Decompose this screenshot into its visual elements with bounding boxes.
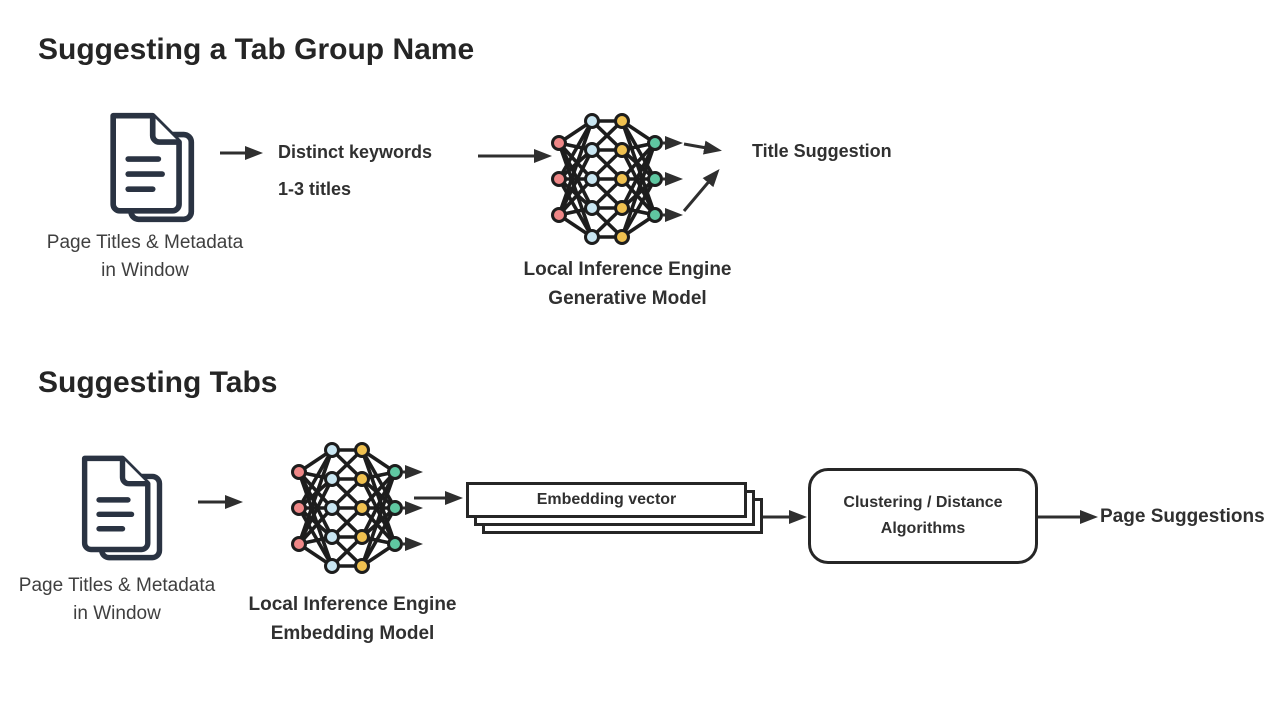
generative-model-caption: Local Inference Engine Generative Model bbox=[495, 255, 760, 313]
embedding-model-caption: Local Inference Engine Embedding Model bbox=[220, 590, 485, 648]
title-suggestion-label: Title Suggestion bbox=[752, 141, 892, 161]
source-caption: Page Titles & Metadata in Window bbox=[0, 572, 242, 628]
source-caption-line1: Page Titles & Metadata bbox=[18, 575, 216, 596]
documents-icon bbox=[100, 110, 196, 225]
section1-heading: Suggesting a Tab Group Name bbox=[38, 33, 475, 66]
keywords-block: Distinct keywords 1-3 titles bbox=[278, 142, 432, 200]
keywords-line2: 1-3 titles bbox=[278, 179, 352, 199]
neural-network-icon bbox=[291, 442, 403, 574]
neural-network-icon bbox=[551, 113, 663, 245]
arrow-to-title-lower bbox=[682, 168, 720, 212]
embedding-vector-label: Embedding vector bbox=[536, 491, 677, 508]
arrow-to-title-upper bbox=[683, 140, 722, 155]
source-caption-line2: in Window bbox=[73, 603, 161, 624]
documents-icon bbox=[72, 452, 164, 564]
clustering-line1: Clustering / Distance bbox=[843, 494, 1003, 511]
model-caption-line2: Generative Model bbox=[548, 288, 707, 309]
source-caption: Page Titles & Metadata in Window bbox=[20, 229, 270, 285]
embedding-stack-front: Embedding vector bbox=[466, 482, 747, 518]
model-caption-line1: Local Inference Engine bbox=[248, 594, 457, 615]
section2-heading: Suggesting Tabs bbox=[38, 366, 278, 399]
clustering-line2: Algorithms bbox=[880, 520, 966, 537]
page-suggestions-label: Page Suggestions bbox=[1100, 506, 1265, 527]
keywords-line1: Distinct keywords bbox=[278, 142, 433, 162]
model-caption-line1: Local Inference Engine bbox=[523, 259, 732, 280]
source-caption-line1: Page Titles & Metadata bbox=[46, 232, 244, 253]
model-caption-line2: Embedding Model bbox=[270, 623, 435, 644]
clustering-box: Clustering / Distance Algorithms bbox=[808, 468, 1038, 564]
source-caption-line2: in Window bbox=[101, 260, 189, 281]
